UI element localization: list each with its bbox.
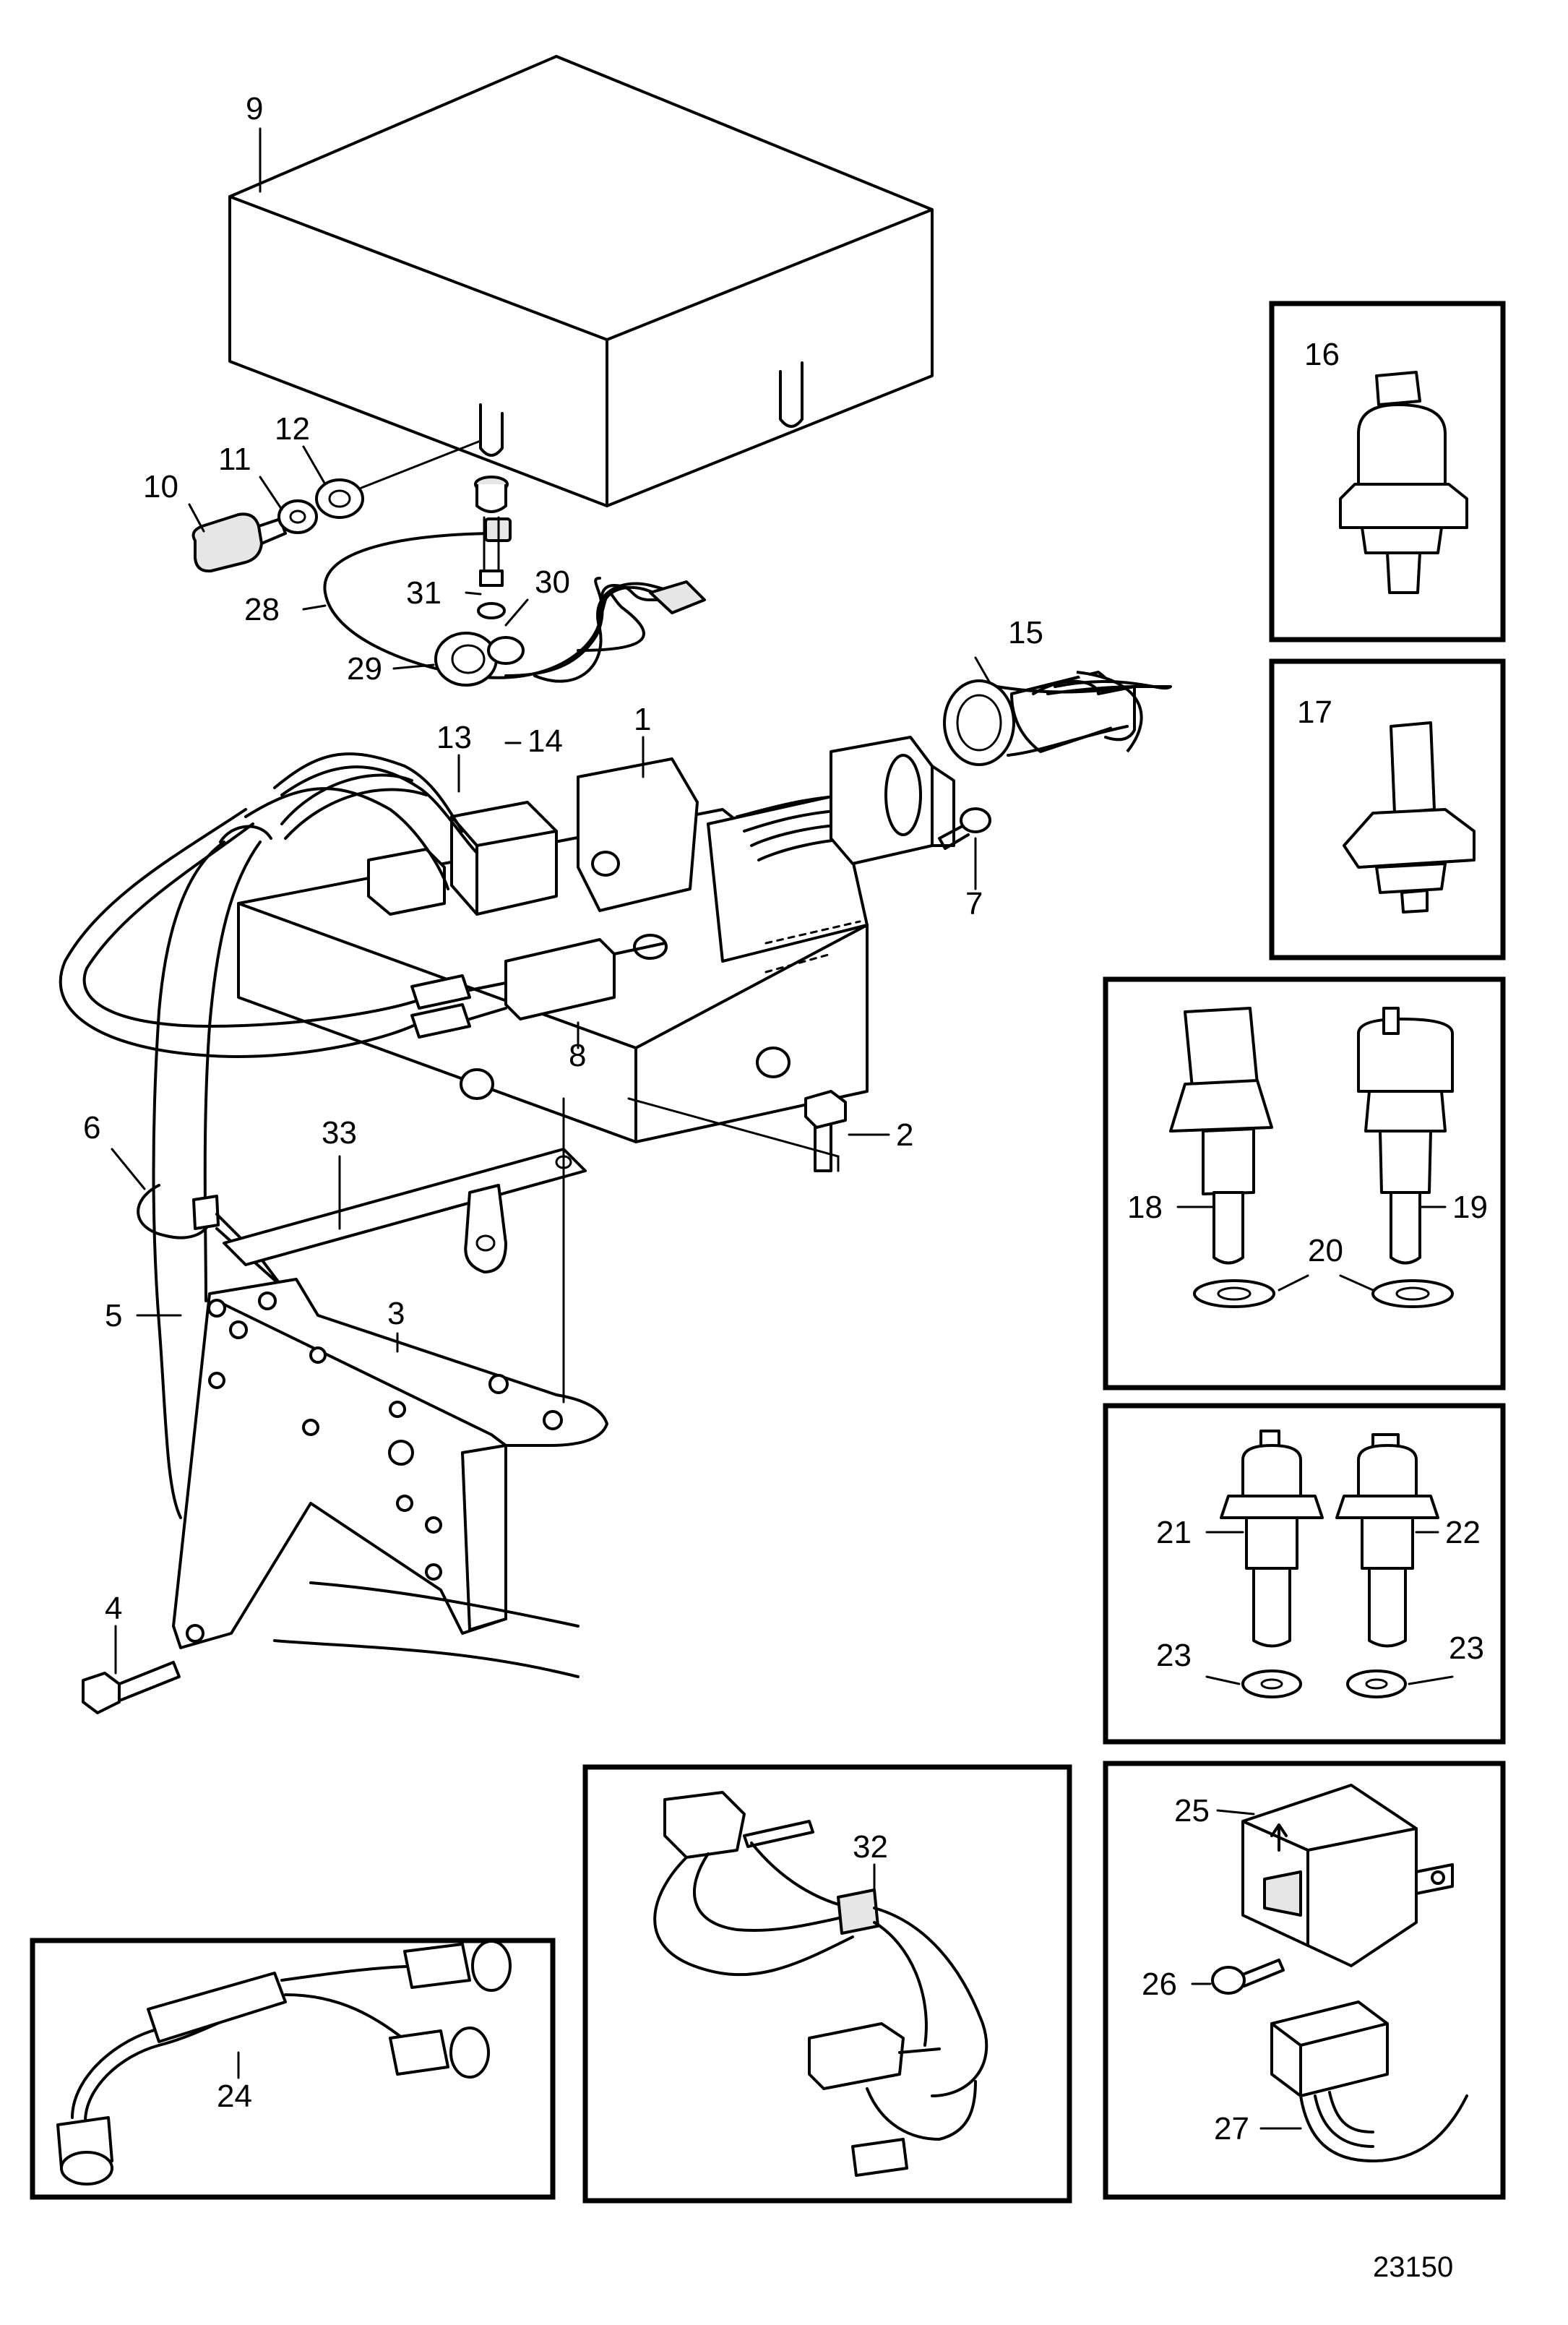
label-1: 1 [634,702,651,737]
label-32: 32 [853,1829,888,1865]
leader-lines [111,127,1454,2130]
box-part-17 [1269,658,1506,960]
label-24: 24 [217,2079,252,2114]
label-22: 22 [1445,1515,1481,1550]
bolt-4 [82,1661,181,1714]
drawing-reference-number: 23150 [1373,2251,1453,2283]
label-29: 29 [347,651,382,687]
label-4: 4 [105,1591,122,1626]
label-17: 17 [1297,695,1332,730]
label-23-left: 23 [1156,1638,1192,1673]
part-number-labels: 9 10 11 12 28 29 31 30 14 13 1 15 7 8 2 … [83,91,1488,2283]
bolt-2 [804,1090,847,1172]
cover-box [228,55,934,507]
box-parts-21-23 [1103,1403,1506,1745]
screw-7 [938,807,991,850]
label-16: 16 [1304,337,1340,372]
label-12: 12 [275,411,310,447]
label-7: 7 [965,886,983,921]
label-5: 5 [105,1298,122,1333]
label-6: 6 [83,1110,100,1146]
label-28: 28 [244,592,280,627]
label-9: 9 [246,91,263,126]
box-parts-25-27 [1103,1761,1506,2200]
label-10: 10 [143,469,178,504]
box-part-24 [30,1938,556,2200]
label-25: 25 [1174,1793,1210,1828]
label-3: 3 [387,1296,405,1331]
label-15: 15 [1008,615,1043,650]
label-11: 11 [218,442,251,477]
label-23-right: 23 [1449,1630,1484,1666]
box-parts-18-20 [1103,976,1506,1391]
knob-and-washers [191,439,482,573]
box-part-32 [582,1764,1072,2204]
label-19: 19 [1452,1190,1488,1225]
control-box-assembly [237,736,955,1143]
mounting-bracket [172,1097,840,1678]
label-27: 27 [1214,2111,1249,2146]
label-2: 2 [896,1117,913,1153]
label-26: 26 [1142,1967,1177,2002]
label-33: 33 [322,1115,357,1151]
label-20: 20 [1308,1233,1343,1268]
label-8: 8 [569,1038,586,1073]
wiring-lead-assembly [323,476,706,687]
label-30: 30 [535,564,570,600]
label-14: 14 [527,723,563,759]
multi-pin-connector [943,671,1172,766]
label-13: 13 [436,720,472,755]
label-31: 31 [406,575,441,611]
strap-plate [223,1148,587,1273]
box-part-16 [1269,301,1506,643]
label-18: 18 [1127,1190,1163,1225]
label-21: 21 [1156,1515,1192,1550]
wiring-harness-loop [59,773,507,1519]
